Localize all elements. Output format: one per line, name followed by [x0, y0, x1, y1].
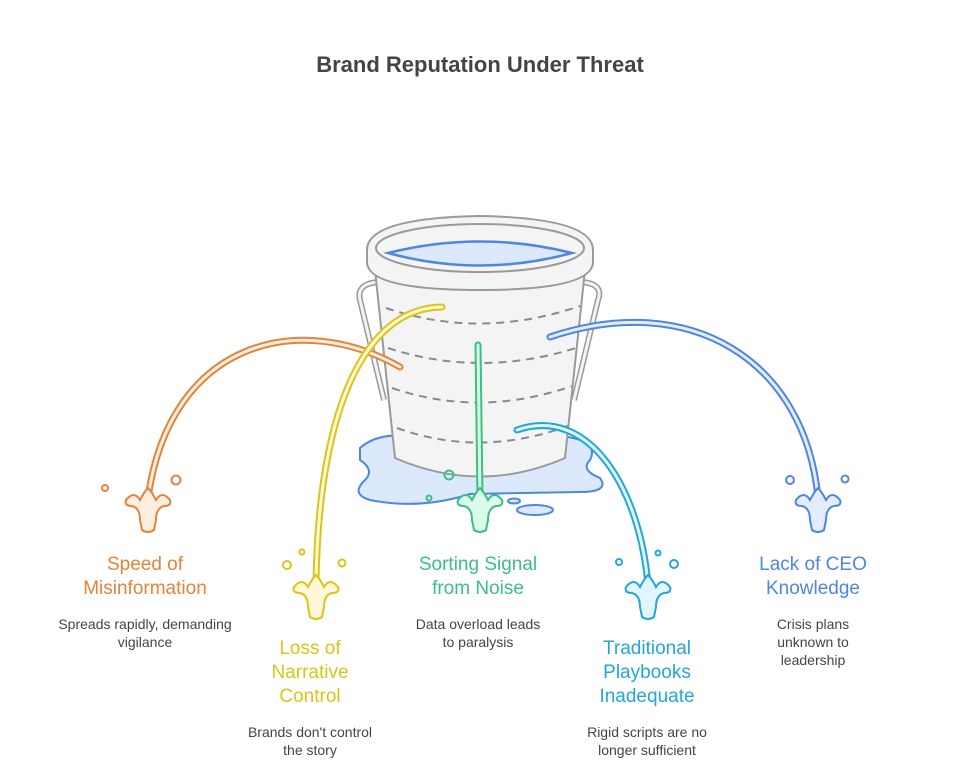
stream-orange — [101, 336, 404, 533]
droplet — [170, 474, 182, 486]
droplet — [654, 549, 662, 557]
droplet — [101, 484, 109, 492]
droplet — [840, 474, 850, 484]
stream-green — [425, 341, 504, 533]
droplet — [282, 560, 292, 570]
item-description: Crisis plans unknown to leadership — [776, 616, 850, 668]
stream-blue — [546, 319, 850, 533]
bucket — [356, 214, 603, 478]
droplet — [615, 558, 623, 566]
item-title: Speed of Misinformation — [83, 554, 207, 599]
diagram-title: Brand Reputation Under Threat — [316, 52, 644, 77]
splash-cyan — [624, 573, 672, 620]
item-title: Lack of CEO Knowledge — [759, 554, 867, 599]
item-lack-of-ceo-knowledge: Lack of CEO Knowledge Crisis plans unkno… — [723, 553, 903, 669]
item-description: Data overload leads to paralysis — [415, 616, 541, 650]
splash-yellow — [292, 573, 340, 620]
item-description: Rigid scripts are no longer sufficient — [587, 724, 707, 758]
droplet — [669, 559, 679, 569]
droplet — [443, 469, 455, 481]
item-speed-of-misinformation: Speed of Misinformation Spreads rapidly,… — [55, 553, 235, 651]
droplet — [785, 475, 795, 485]
splash-green — [456, 486, 504, 533]
splash-blue — [794, 486, 842, 533]
item-loss-of-narrative-control: Loss of Narrative Control Brands don't c… — [220, 637, 400, 759]
item-traditional-playbooks-inadequate: Traditional Playbooks Inadequate Rigid s… — [557, 637, 737, 759]
item-title: Loss of Narrative Control — [271, 638, 349, 707]
item-title: Sorting Signal from Noise — [418, 554, 538, 599]
item-description: Brands don't control the story — [247, 724, 373, 758]
splash-orange — [124, 486, 172, 533]
droplet — [425, 494, 433, 502]
item-sorting-signal-from-noise: Sorting Signal from Noise Data overload … — [388, 553, 568, 651]
item-title: Traditional Playbooks Inadequate — [599, 638, 695, 707]
stream-cyan — [513, 422, 679, 620]
stream-yellow — [282, 303, 446, 620]
droplet — [298, 548, 306, 556]
droplet — [337, 558, 347, 568]
item-description: Spreads rapidly, demanding vigilance — [58, 616, 232, 650]
